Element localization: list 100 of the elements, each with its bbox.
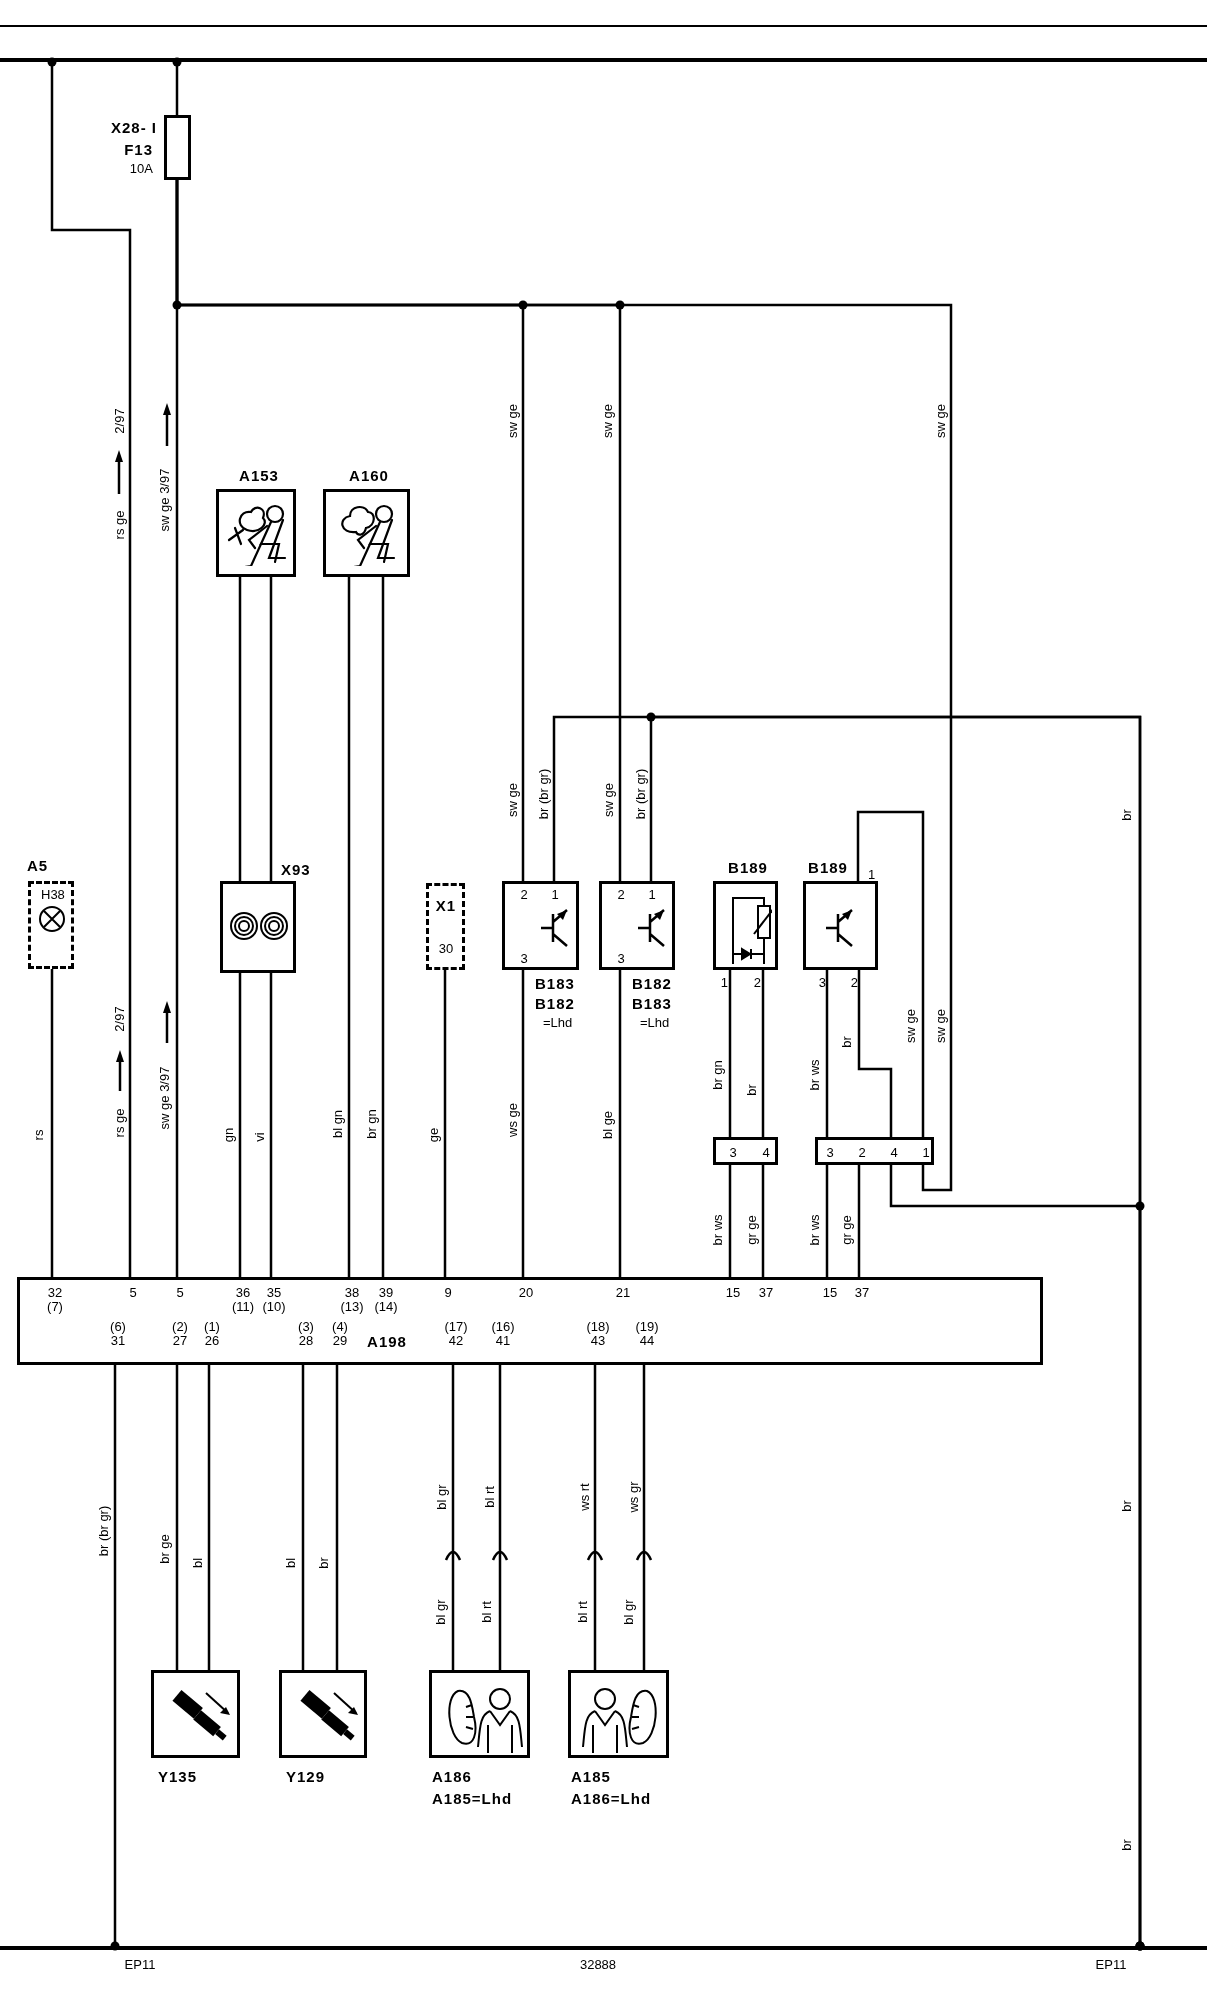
wire [825, 970, 829, 1137]
wire-color-label: gn [221, 1127, 235, 1143]
pin-number: 3 [818, 976, 826, 991]
control-unit-box [17, 1277, 1043, 1365]
pin-number: (17) 42 [444, 1320, 468, 1348]
pin-number: 15 [725, 1286, 741, 1300]
ground-point-label: EP11 [1095, 1957, 1127, 1971]
wire-color-label: br ge [157, 1534, 171, 1564]
pin-number: 20 [518, 1286, 534, 1300]
pin-number: 2 [858, 1146, 866, 1161]
wire-color-label: ws ge [505, 1103, 519, 1137]
wire [269, 973, 273, 1277]
connector-block [815, 1137, 934, 1165]
pin-number: 37 [758, 1286, 774, 1300]
pin-number: 5 [176, 1286, 184, 1300]
ground-point-label: EP11 [124, 1957, 156, 1971]
pin-number: 2 [617, 888, 625, 903]
pin-number: (3) 28 [298, 1320, 314, 1348]
component-label: A198 [367, 1334, 407, 1351]
pin-number: 21 [615, 1286, 631, 1300]
wire-color-label: br (br gr) [536, 768, 550, 820]
wire-color-label: rs [31, 1129, 45, 1141]
wire [381, 577, 385, 1277]
wire-color-label: br gn [710, 1060, 724, 1090]
pin-number: 2 [753, 976, 761, 991]
wire [825, 1165, 829, 1277]
pin-number: (18) 43 [586, 1320, 610, 1348]
wire-color-label: bl gn [330, 1109, 344, 1139]
pin-number: 1 [551, 888, 559, 903]
component-label: B189 [808, 860, 848, 877]
bus-bar [0, 58, 1207, 62]
wire-color-label: br (br gr) [633, 768, 647, 820]
page-reference: 2/97 [112, 1006, 126, 1032]
wire-color-label: sw ge 3/97 [157, 1066, 171, 1130]
wire-color-label: bl [283, 1557, 297, 1569]
pin-number: 2 [850, 976, 858, 991]
pin-number: 30 [438, 942, 454, 957]
pin-number: 1 [868, 868, 876, 883]
wire-color-label: br [744, 1084, 758, 1096]
wire [498, 1365, 502, 1670]
pin-number: (1) 26 [204, 1320, 220, 1348]
pin-number: 36 (11) [231, 1286, 255, 1314]
wire-color-label: bl ge [600, 1110, 614, 1140]
fuse-rating: 10A [129, 162, 153, 177]
component-label: B182 [535, 996, 575, 1013]
wire-color-label: rs ge [112, 1108, 126, 1138]
wire [301, 1365, 305, 1670]
pin-number: (2) 27 [172, 1320, 188, 1348]
component-label: A153 [239, 468, 279, 485]
wire-color-label: br ws [807, 1059, 821, 1091]
wire-color-label: bl rt [479, 1601, 493, 1623]
component-label: A185=Lhd [432, 1791, 513, 1808]
pin-number: 1 [720, 976, 728, 991]
wire [857, 1165, 861, 1277]
wire-color-label: sw ge 3/97 [157, 468, 171, 532]
component-label: A186=Lhd [571, 1791, 652, 1808]
wire-color-label: br ws [710, 1214, 724, 1246]
pin-number: (16) 41 [491, 1320, 515, 1348]
wire [728, 1165, 732, 1277]
wire [761, 970, 765, 1137]
pin-number: 32 (7) [47, 1286, 63, 1314]
wire-color-label: ws rt [577, 1483, 591, 1511]
wire-color-label: bl gr [433, 1599, 447, 1625]
component-label: B182 [632, 976, 672, 993]
wire-color-label: vi [252, 1132, 266, 1142]
wire-color-label: bl gr [434, 1484, 448, 1510]
wire [642, 1365, 646, 1670]
wire-color-label: br [1119, 1839, 1133, 1851]
wire [857, 970, 893, 1137]
wire-color-label: ge [426, 1127, 440, 1143]
wire-color-label: sw ge [903, 1009, 917, 1043]
wire [175, 1365, 179, 1670]
wire-color-label: sw ge [933, 404, 947, 438]
pin-number: (4) 29 [332, 1320, 348, 1348]
component-label: A185 [571, 1769, 611, 1786]
wire-color-label: sw ge [505, 783, 519, 817]
component-label: B189 [728, 860, 768, 877]
pin-number: 3 [617, 952, 625, 967]
wire-color-label: rs ge [112, 510, 126, 540]
wire [728, 970, 732, 1137]
wire [451, 1365, 455, 1670]
pin-number: 35 (10) [262, 1286, 286, 1314]
component-label: A186 [432, 1769, 472, 1786]
bus-bar [0, 1946, 1207, 1950]
pin-number: 3 [729, 1146, 737, 1161]
wire-color-label: bl [190, 1557, 204, 1569]
wire [443, 970, 447, 1277]
connector-block [713, 1137, 778, 1165]
pin-number: 2 [520, 888, 528, 903]
wire [618, 970, 622, 1277]
wire [175, 180, 953, 1192]
pin-number: (19) 44 [635, 1320, 659, 1348]
wire [207, 1365, 211, 1670]
pin-number: 5 [129, 1286, 137, 1300]
wire-color-label: sw ge [600, 404, 614, 438]
component-label: X28- I [110, 120, 157, 137]
wire-color-label: bl gr [621, 1599, 635, 1625]
pin-number: 4 [890, 1146, 898, 1161]
page-reference: 2/97 [112, 408, 126, 434]
wire-color-label: br [1119, 809, 1133, 821]
